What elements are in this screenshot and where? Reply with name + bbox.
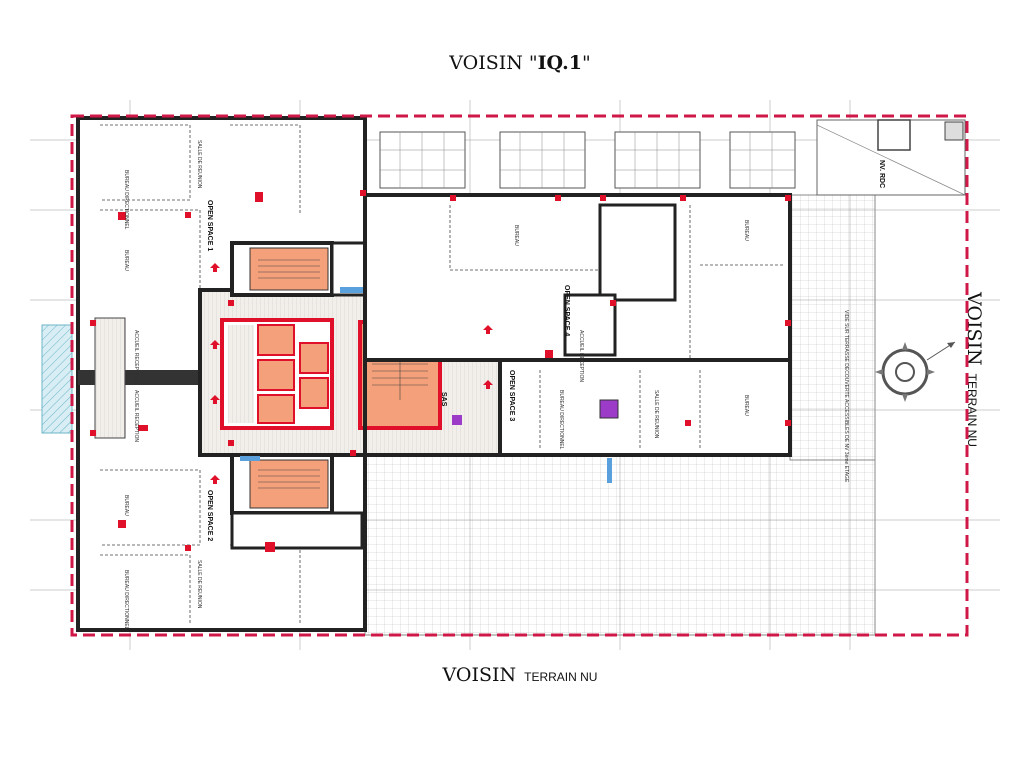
ground-level-void: NV. RDC <box>816 119 966 196</box>
reception-desk-area <box>94 317 126 439</box>
shaft-east <box>607 458 612 483</box>
reception-label: ACCUEIL RECEPTION <box>578 330 584 382</box>
right-wing-partitions <box>449 205 785 450</box>
elevator-lobby <box>228 325 254 423</box>
stair-south <box>249 459 329 509</box>
open-space-3-label: OPEN SPACE 3 <box>508 370 515 421</box>
reception-label: ACCUEIL RECEPTION <box>133 330 139 382</box>
open-space-2-label: OPEN SPACE 2 <box>206 490 213 541</box>
title-neighbor-code: IQ.1 <box>537 52 582 74</box>
shaft-south <box>240 456 260 461</box>
stair-north <box>249 247 329 291</box>
skylights <box>379 131 796 189</box>
room-label: BUREAU <box>123 250 129 271</box>
open-space-1-label: OPEN SPACE 1 <box>206 200 213 251</box>
terrace-east <box>789 194 876 461</box>
exit-arrows <box>210 263 493 484</box>
title-prefix: VOISIN " <box>449 52 538 74</box>
terrace-label: VIDE SUR TERRASSE DECOUVERTE ACCESSIBLES… <box>843 310 849 483</box>
reception-label: ACCUEIL RECEPTION <box>133 390 139 442</box>
room-label: BUREAU <box>743 220 749 241</box>
room-label: SALLE DE REUNION <box>653 390 659 439</box>
sas-label: SAS <box>440 392 447 407</box>
room-label: SALLE DE REUNION <box>196 560 202 609</box>
room-label: BUREAU DIRECTIONNEL <box>558 390 564 450</box>
fire-cabinet <box>599 399 619 419</box>
stair-south-steps <box>258 469 320 489</box>
toilets-south <box>230 511 364 550</box>
right-wing-south <box>498 358 792 457</box>
title-suffix: " <box>581 52 591 74</box>
south-neighbor-sub: TERRAIN NU <box>524 670 598 684</box>
glass-canopy <box>41 324 73 434</box>
room-label: BUREAU <box>123 495 129 516</box>
south-neighbor-main: VOISIN <box>442 664 517 686</box>
south-neighbor-label: VOISIN TERRAIN NU <box>0 664 1024 686</box>
north-arrow-icon <box>875 341 956 402</box>
fire-cabinet <box>452 415 462 425</box>
room-label: BUREAU DIRECTIONNEL <box>123 170 129 230</box>
room-label: BUREAU <box>743 395 749 416</box>
elevators <box>257 324 329 424</box>
stair-north-steps <box>258 259 320 279</box>
left-wing-partitions <box>100 124 301 625</box>
room-label: BUREAU DIRECTIONNEL <box>123 570 129 630</box>
shaft-north <box>340 287 368 293</box>
sanitary-block-2 <box>563 293 617 357</box>
north-neighbor-label: VOISIN "IQ.1" <box>0 52 1024 74</box>
sanitary-block <box>598 203 677 302</box>
nv-rdc-label: NV. RDC <box>878 160 885 188</box>
room-label: SALLE DE REUNION <box>196 140 202 189</box>
property-boundary <box>70 114 969 637</box>
open-space-4-label: OPEN SPACE 4 <box>563 285 570 336</box>
room-label: BUREAU <box>513 225 519 246</box>
columns <box>90 190 791 552</box>
